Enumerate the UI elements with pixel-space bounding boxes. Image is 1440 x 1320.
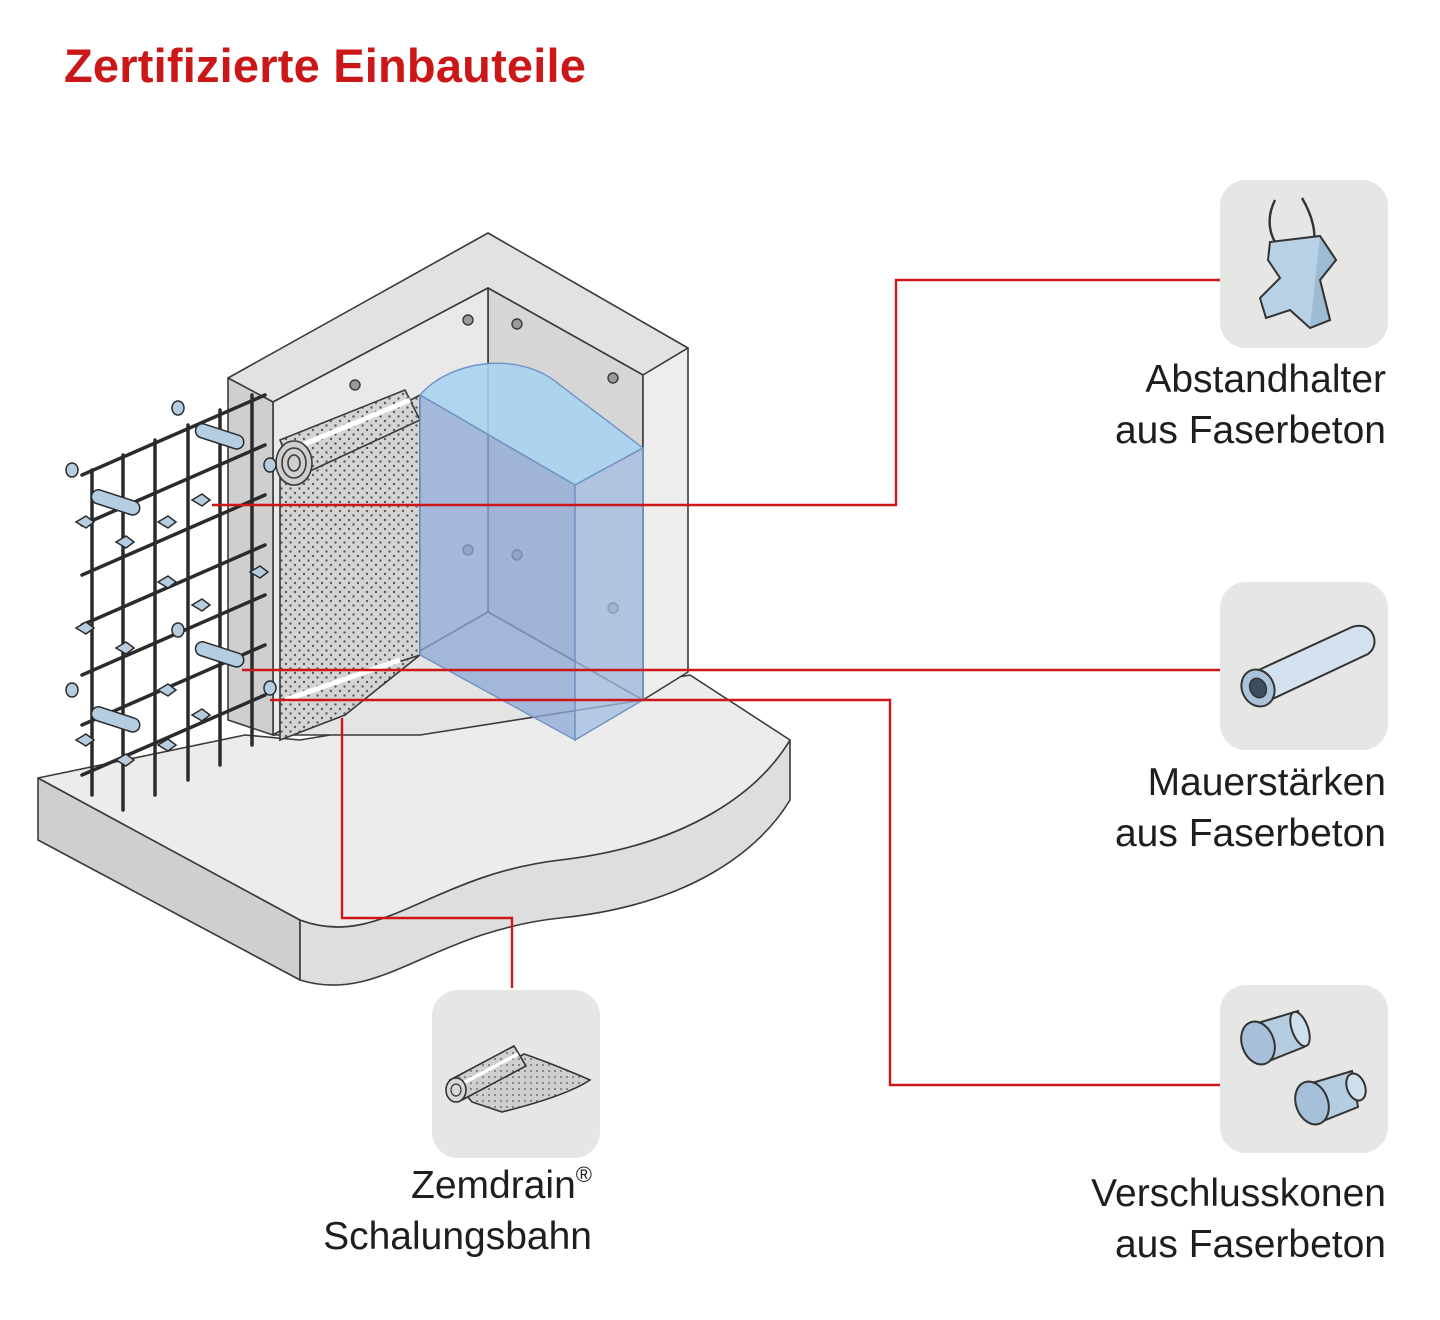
water-volume: [418, 362, 645, 742]
label-verschlusskonen: Verschlusskonen aus Faserbeton: [1091, 1172, 1386, 1266]
mauerstaerken-icon-box: [1220, 582, 1388, 750]
drainage-sheet: [275, 388, 422, 742]
verschlusskonen-icon-box: [1220, 985, 1388, 1153]
tube-icon: [1240, 624, 1376, 708]
drainage-roll-icon: [445, 1044, 592, 1113]
foundation-slab: [37, 674, 791, 986]
cone-plugs-icon: [1240, 1009, 1367, 1126]
registered-mark: ®: [575, 1162, 592, 1187]
zemdrain-icon-box: [432, 990, 600, 1158]
leader-line-verschlusskonen: [270, 698, 1220, 1087]
spacers-and-tubes: [65, 400, 277, 767]
label-zemdrain: Zemdrain® Schalungsbahn: [323, 1162, 592, 1259]
abstandhalter-icon-box: [1220, 180, 1388, 348]
label-abstandhalter: Abstandhalter aus Faserbeton: [1114, 358, 1386, 452]
label-mauerstaerken: Mauerstärken aus Faserbeton: [1114, 761, 1386, 855]
spacer-block-icon: [1258, 197, 1338, 330]
page-title: Zertifizierte Einbauteile: [64, 39, 587, 92]
leader-line-abstandhalter: [212, 278, 1220, 507]
leader-lines: [212, 278, 1220, 1087]
leader-line-zemdrain: [340, 718, 514, 988]
